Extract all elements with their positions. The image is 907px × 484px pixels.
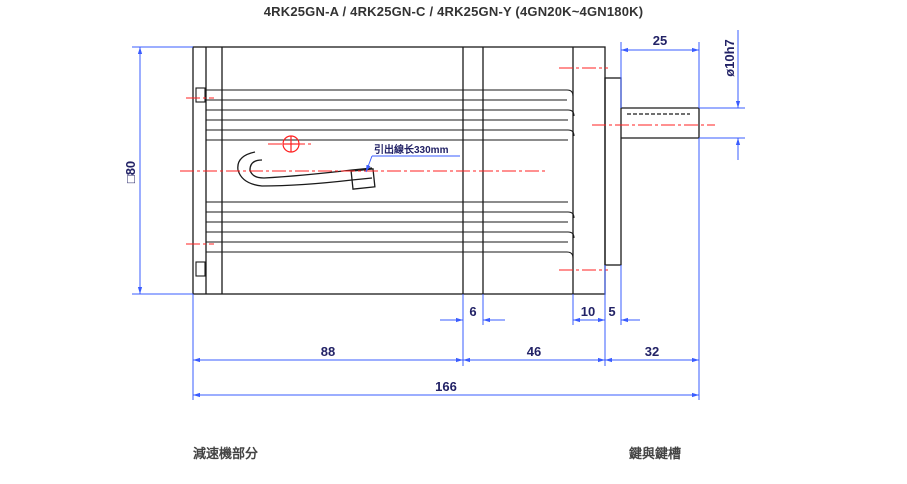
cooling-fins-upper <box>206 89 575 141</box>
dim-5: 5 <box>608 304 615 319</box>
dim-88: 88 <box>321 344 335 359</box>
centerlines <box>180 67 715 271</box>
lead-wire-callout: 引出線长330mm <box>374 143 449 156</box>
caption-key-keyway: 鍵與鍵槽 <box>629 446 682 461</box>
callout-leader <box>365 155 460 173</box>
dim-10: 10 <box>581 304 595 319</box>
caption-gear-part: 減速機部分 <box>193 446 259 461</box>
dimension-lines <box>132 30 745 400</box>
dim-shaft-length: 25 <box>653 33 667 48</box>
cooling-fins-lower <box>206 201 575 259</box>
rear-bolts <box>195 87 206 277</box>
lead-wire <box>237 151 376 190</box>
dim-shaft-diameter: ø10h7 <box>722 39 737 77</box>
dim-6: 6 <box>469 304 476 319</box>
dim-32: 32 <box>645 344 659 359</box>
dim-46: 46 <box>527 344 541 359</box>
dim-166: 166 <box>435 379 457 394</box>
dim-square-80: □80 <box>123 161 138 183</box>
drawing-title: 4RK25GN-A / 4RK25GN-C / 4RK25GN-Y (4GN20… <box>263 4 644 19</box>
